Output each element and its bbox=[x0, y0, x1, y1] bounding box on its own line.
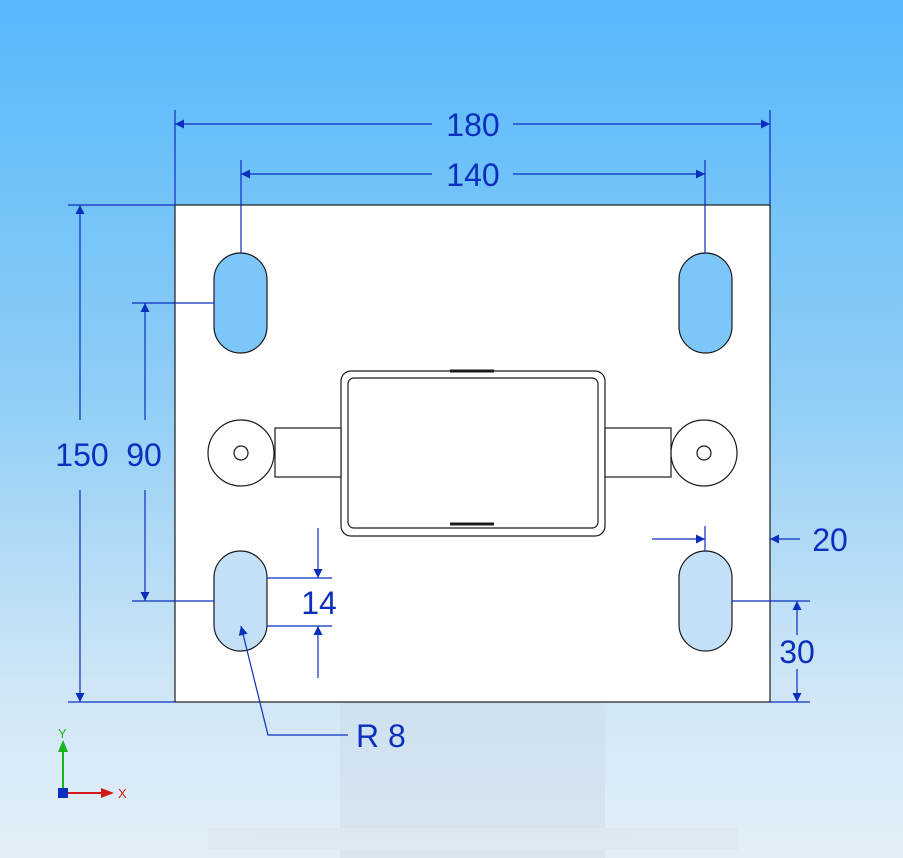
eyelet-right[interactable] bbox=[670, 419, 738, 487]
dim-slot-spacing[interactable]: 140 bbox=[446, 157, 499, 193]
dimension-labels: 180 140 150 90 14 20 30 R 8 bbox=[55, 107, 847, 754]
eyelet-left[interactable] bbox=[207, 419, 275, 487]
dim-slot-width[interactable]: 14 bbox=[301, 585, 337, 621]
axis-triad-icon: Y X bbox=[58, 726, 127, 801]
slot-top-left[interactable] bbox=[213, 252, 268, 354]
dim-overall-width[interactable]: 180 bbox=[446, 107, 499, 143]
dim-edge-offset-y[interactable]: 30 bbox=[779, 634, 815, 670]
slot-bottom-right[interactable] bbox=[678, 550, 733, 652]
dimension-lines bbox=[68, 110, 810, 736]
side-arms bbox=[274, 427, 672, 478]
slot-bottom-left[interactable] bbox=[213, 550, 268, 652]
dim-edge-offset-x[interactable]: 20 bbox=[812, 522, 848, 558]
load-cell-housing[interactable] bbox=[340, 369, 606, 537]
mounting-slots bbox=[213, 252, 733, 652]
dim-slot-vertical-spacing[interactable]: 90 bbox=[126, 437, 162, 473]
slot-top-right[interactable] bbox=[678, 252, 733, 354]
axis-x-label: X bbox=[118, 786, 127, 801]
background-silhouette bbox=[208, 700, 738, 858]
dim-overall-height[interactable]: 150 bbox=[55, 437, 108, 473]
axis-y-label: Y bbox=[58, 726, 67, 741]
dim-slot-radius[interactable]: R 8 bbox=[356, 718, 406, 754]
